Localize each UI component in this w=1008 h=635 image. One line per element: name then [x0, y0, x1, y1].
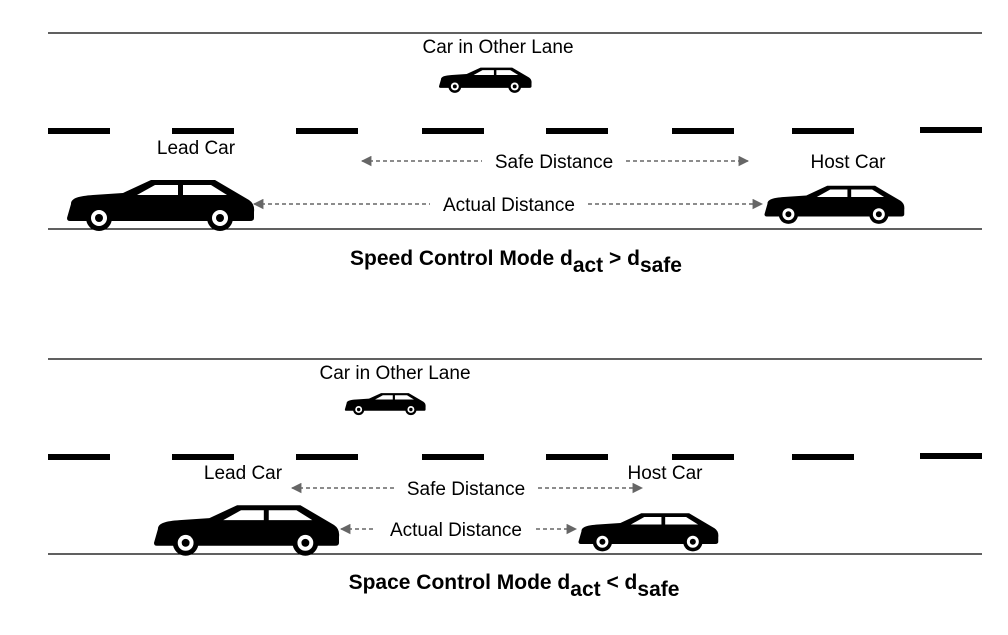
lead-car-label: Lead Car	[204, 463, 283, 484]
speed-control-caption: Speed Control Mode dact > dsafe	[350, 247, 682, 277]
lead-car-label: Lead Car	[157, 138, 236, 159]
panel-space-control: Car in Other Lane Lead Car Host Car Safe…	[48, 358, 982, 601]
actual-distance-arrow: Actual Distance	[339, 520, 578, 541]
actual-distance-label: Actual Distance	[390, 520, 522, 541]
safe-distance-arrow: Safe Distance	[290, 479, 644, 500]
other-lane-car-label: Car in Other Lane	[319, 363, 470, 384]
other-lane-car-label: Car in Other Lane	[422, 37, 573, 58]
car-icon	[67, 180, 255, 231]
car-icon	[344, 393, 426, 416]
car-icon	[153, 505, 340, 556]
safe-distance-arrow: Safe Distance	[360, 152, 750, 173]
space-control-caption: Space Control Mode dact < dsafe	[349, 571, 680, 601]
car-icon	[578, 513, 719, 552]
actual-distance-label: Actual Distance	[443, 195, 575, 216]
panel-speed-control: Car in Other Lane Lead Car Host Car Safe…	[48, 32, 982, 277]
lane-divider	[48, 127, 982, 134]
lane-divider	[48, 453, 982, 460]
host-car-label: Host Car	[628, 463, 704, 484]
car-icon	[438, 67, 532, 93]
safe-distance-label: Safe Distance	[495, 152, 613, 173]
car-icon	[764, 185, 905, 224]
host-car-label: Host Car	[811, 152, 887, 173]
actual-distance-arrow: Actual Distance	[252, 195, 764, 216]
safe-distance-label: Safe Distance	[407, 479, 525, 500]
